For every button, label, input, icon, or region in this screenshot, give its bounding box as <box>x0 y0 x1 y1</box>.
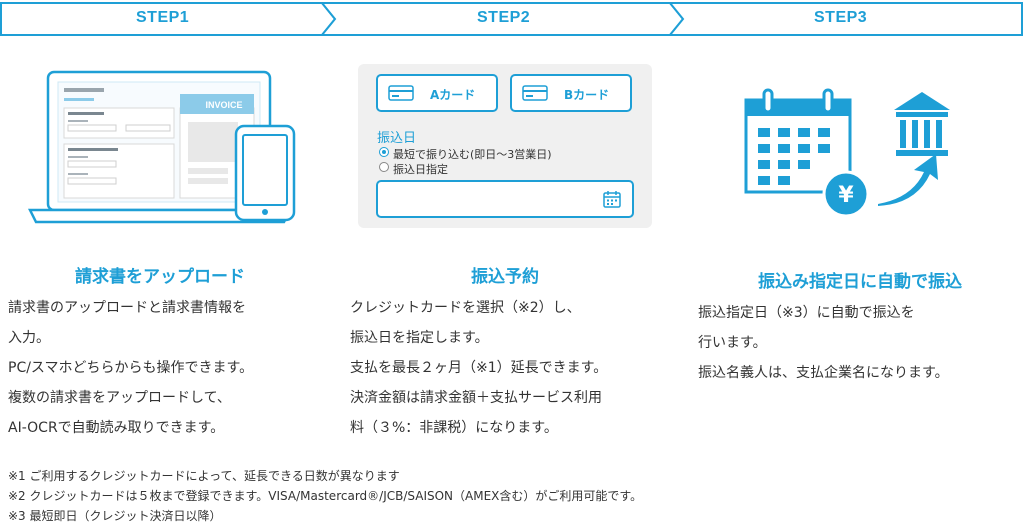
step-bar-outline <box>0 2 1023 36</box>
radio-selected-icon[interactable] <box>379 147 389 157</box>
smartphone-home-button <box>262 209 268 215</box>
step1-label: STEP1 <box>136 9 190 26</box>
invoice-banner <box>180 94 254 114</box>
step1-desc-line: 請求書のアップロードと請求書情報を <box>8 300 246 316</box>
laptop-base <box>28 208 293 224</box>
step2-desc-line: 支払を最長２ヶ月（※1）延長できます。 <box>350 360 608 376</box>
step2-title: 振込予約 <box>471 267 539 287</box>
card-b-label: Bカード <box>564 88 610 102</box>
step1-desc-line: AI-OCRで自動読み取りできます。 <box>8 420 225 436</box>
step3-label: STEP3 <box>814 9 868 26</box>
step2-label: STEP2 <box>477 9 531 26</box>
radio-specify-option[interactable]: 振込日指定 <box>379 161 448 177</box>
transfer-date-label: 振込日 <box>377 131 417 146</box>
step2-desc-line: クレジットカードを選択（※2）し、 <box>350 300 581 316</box>
step2-desc-line: 振込日を指定します。 <box>350 330 489 346</box>
step1-desc-line: 入力。 <box>8 330 50 346</box>
yen-symbol: ¥ <box>838 183 854 208</box>
step3-chevron <box>667 2 1023 36</box>
radio-shortest-option[interactable]: 最短で振り込む(即日〜3営業日) <box>379 146 552 162</box>
calendar-icon[interactable] <box>602 189 622 209</box>
radio-unselected-icon[interactable] <box>379 162 389 172</box>
step3-description: 振込指定日（※3）に自動で振込を 行います。 振込名義人は、支払企業名になります… <box>698 298 949 388</box>
laptop-phone-illustration: INVOICE <box>28 70 296 224</box>
invoice-text: INVOICE <box>205 100 242 110</box>
step2-description: クレジットカードを選択（※2）し、 振込日を指定します。 支払を最長２ヶ月（※1… <box>350 293 607 443</box>
radio-specify-label: 振込日指定 <box>393 163 448 176</box>
card-a-label: Aカード <box>430 88 476 102</box>
credit-card-icon <box>522 85 548 101</box>
footnote-3: ※3 最短即日（クレジット決済日以降） <box>8 509 222 523</box>
step2-desc-line: 決済金額は請求金額＋支払サービス利用 <box>350 390 602 406</box>
step1-description: 請求書のアップロードと請求書情報を 入力。 PC/スマホどちらからも操作できます… <box>8 293 253 443</box>
footnote-1: ※1 ご利用するクレジットカードによって、延長できる日数が異なります <box>8 469 400 483</box>
step3-desc-line: 振込指定日（※3）に自動で振込を <box>698 305 915 321</box>
step3-title: 振込み指定日に自動で振込 <box>758 272 962 292</box>
card-b-button[interactable]: Bカード <box>510 74 632 112</box>
calendar-icon <box>744 88 852 194</box>
yen-coin-icon: ¥ <box>822 170 870 216</box>
step1-title: 請求書をアップロード <box>75 267 245 287</box>
step2-desc-line: 料（３%：非課税）になります。 <box>350 420 558 436</box>
credit-card-icon <box>388 85 414 101</box>
auto-transfer-illustration: ¥ <box>744 88 950 216</box>
card-a-button[interactable]: Aカード <box>376 74 498 112</box>
transfer-date-input[interactable] <box>376 180 634 218</box>
smartphone-screen <box>242 134 288 206</box>
step-progress-bar: STEP1 STEP2 STEP3 <box>0 0 1024 38</box>
bank-icon <box>894 92 950 156</box>
footnotes: ※1 ご利用するクレジットカードによって、延長できる日数が異なります ※2 クレ… <box>8 466 642 526</box>
arrow-up-right-icon <box>878 154 938 206</box>
radio-shortest-label: 最短で振り込む(即日〜3営業日) <box>393 148 552 161</box>
step1-desc-line: PC/スマホどちらからも操作できます。 <box>8 360 254 376</box>
payment-reservation-panel: Aカード Bカード 振込日 最短で振り込む(即日〜3営業日) 振込日指定 <box>358 64 652 228</box>
footnote-2: ※2 クレジットカードは５枚まで登録できます。VISA/Mastercard®/… <box>8 489 643 503</box>
step3-desc-line: 行います。 <box>698 335 767 351</box>
step3-desc-line: 振込名義人は、支払企業名になります。 <box>698 365 949 381</box>
step1-desc-line: 複数の請求書をアップロードして、 <box>8 390 231 406</box>
